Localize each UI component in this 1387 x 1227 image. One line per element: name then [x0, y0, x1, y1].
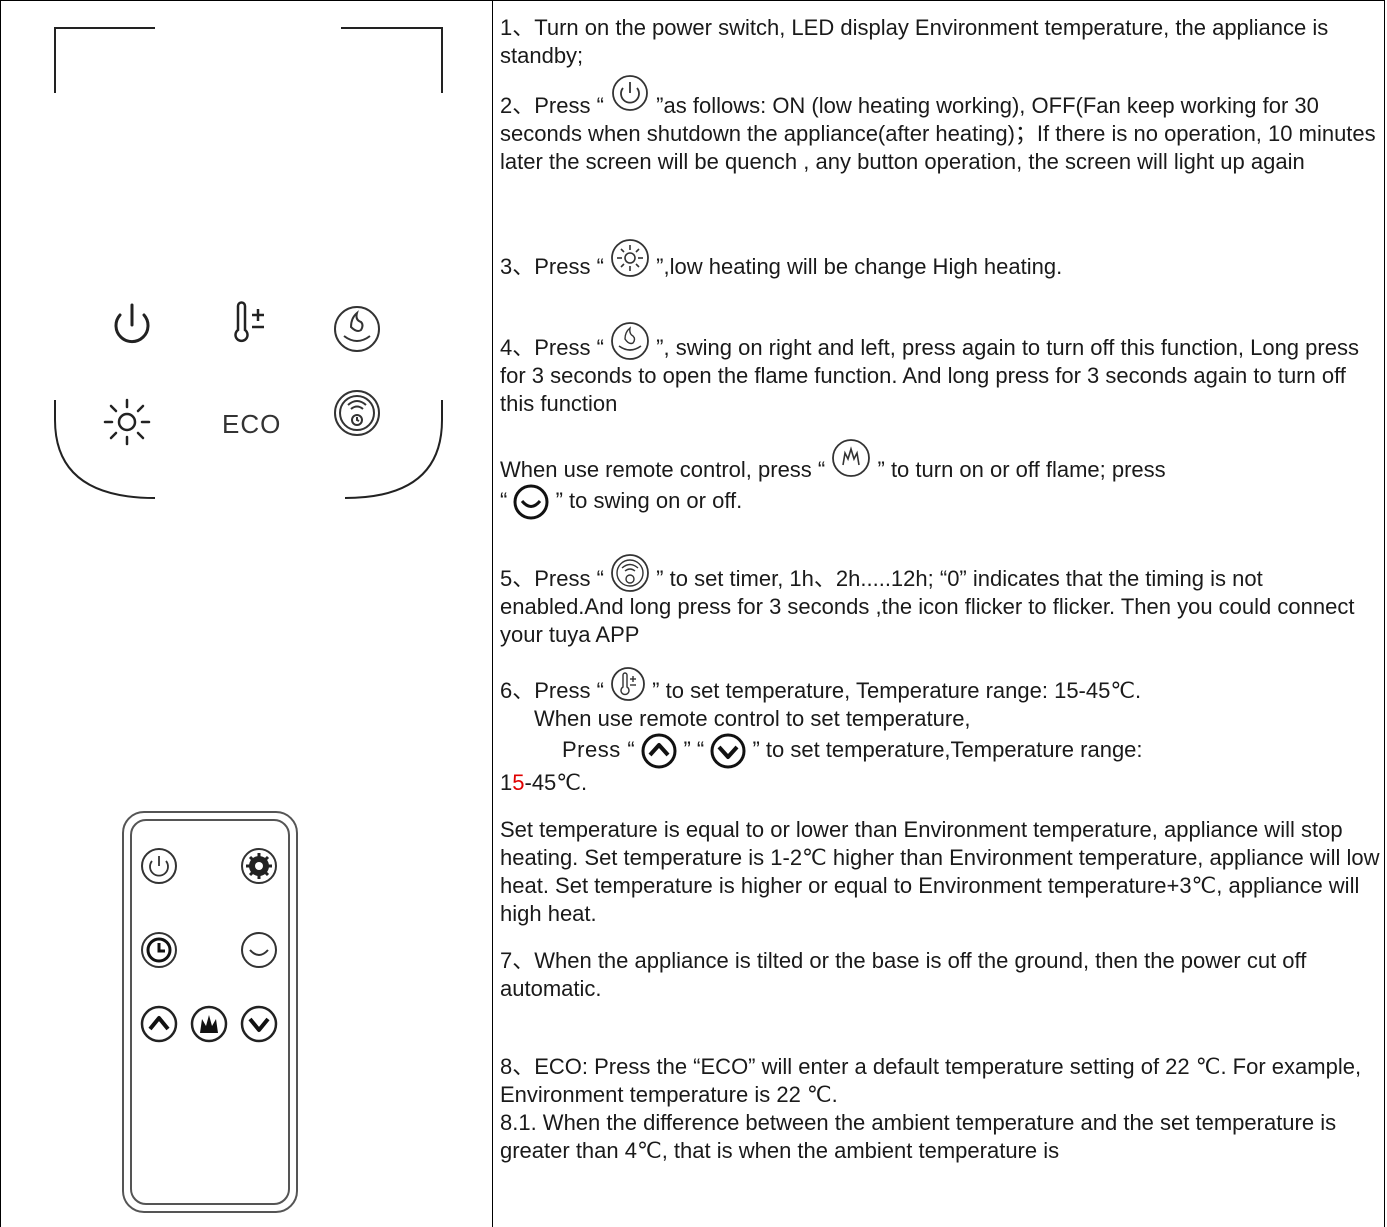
range-rest: -45℃.	[524, 770, 588, 795]
wifi-timer-icon	[610, 553, 650, 593]
instruction-2-text: ”as follows: ON (low heating working), O…	[500, 93, 1376, 174]
remote-down-button[interactable]	[239, 1004, 279, 1044]
swing-icon	[513, 484, 549, 520]
instruction-1: 1、Turn on the power switch, LED display …	[500, 15, 1329, 68]
remote-control	[122, 811, 298, 1213]
remote-control-body	[130, 819, 290, 1205]
instruction-2: 2、Press “ ”as follows: ON (low heating w…	[500, 75, 1376, 176]
instruction-remote-text-1: ” to turn on or off flame; press	[877, 457, 1166, 482]
left-column: ECO	[0, 0, 492, 1227]
up-arrow-icon	[641, 733, 677, 769]
instruction-6: 6、Press “ ” to set temperature, Temperat…	[500, 667, 1385, 797]
remote-flame-button[interactable]	[189, 1004, 229, 1044]
instruction-3: 3、Press “ ”,low heating will be change H…	[500, 239, 1376, 281]
flame-swing-icon	[610, 321, 650, 361]
range-digit-highlight: 5	[512, 770, 525, 795]
right-column: 1、Turn on the power switch, LED display …	[500, 0, 1385, 1227]
instruction-6-text: ” to set temperature, Temperature range:…	[652, 678, 1142, 703]
eco-label: ECO	[222, 409, 282, 439]
wifi-timer-icon	[334, 390, 380, 436]
instruction-8: 8、ECO: Press the “ECO” will enter a defa…	[500, 1054, 1362, 1107]
power-icon	[114, 303, 150, 344]
instruction-8-1: 8.1. When the difference between the amb…	[500, 1110, 1337, 1163]
instruction-6-mid: ” “	[683, 736, 705, 762]
instruction-5-text: ” to set timer, 1h、2h.....12h; “0” indic…	[500, 566, 1355, 648]
instruction-6-range: ” to set temperature,Temperature range:	[752, 736, 1143, 762]
instruction-set-temperature: Set temperature is equal to or lower tha…	[500, 817, 1380, 926]
instruction-5-prefix: 5、Press “	[500, 566, 604, 591]
instruction-7: 7、When the appliance is tilted or the ba…	[500, 948, 1307, 1001]
power-icon	[610, 73, 650, 113]
control-panel-diagram	[54, 27, 443, 499]
flame-swing-icon	[334, 306, 380, 352]
instruction-6-press: Press “	[562, 736, 636, 762]
remote-fan-button[interactable]	[239, 846, 279, 886]
instruction-5: 5、Press “ ” to set timer, 1h、2h.....12h;…	[500, 554, 1385, 649]
instruction-4-prefix: 4、Press “	[500, 335, 604, 360]
instruction-6-remote: When use remote control to set temperatu…	[534, 706, 971, 731]
instruction-4-text: ”, swing on right and left, press again …	[500, 335, 1359, 416]
instruction-4: 4、Press “ ”, swing on right and left, pr…	[500, 322, 1385, 418]
instruction-6-prefix: 6、Press “	[500, 678, 604, 703]
instruction-2-prefix: 2、Press “	[500, 93, 604, 118]
instruction-3-text: ”,low heating will be change High heatin…	[656, 254, 1063, 279]
remote-clock-button[interactable]	[139, 930, 179, 970]
remote-swing-button[interactable]	[239, 930, 279, 970]
flame-icon	[831, 438, 871, 478]
sun-icon	[103, 398, 151, 446]
column-divider	[492, 0, 493, 1227]
down-arrow-icon	[710, 733, 746, 769]
panel-corner-top-right	[341, 27, 443, 93]
instruction-3-prefix: 3、Press “	[500, 254, 604, 279]
remote-power-button[interactable]	[139, 846, 179, 886]
panel-corner-bottom-left	[54, 400, 156, 499]
panel-corner-bottom-right	[344, 400, 443, 499]
instruction-remote-text-2: ” to swing on or off.	[555, 487, 743, 513]
range-digit-1: 1	[500, 770, 513, 795]
panel-corner-top-left	[54, 27, 155, 93]
sun-icon	[610, 238, 650, 278]
instruction-remote-prefix: When use remote control, press “	[500, 457, 826, 482]
instruction-remote-quote: “	[500, 487, 508, 513]
thermometer-plus-icon	[234, 301, 264, 343]
thermometer-plus-icon	[610, 666, 646, 702]
remote-up-button[interactable]	[139, 1004, 179, 1044]
instruction-remote: When use remote control, press “ ” to tu…	[500, 439, 1376, 520]
